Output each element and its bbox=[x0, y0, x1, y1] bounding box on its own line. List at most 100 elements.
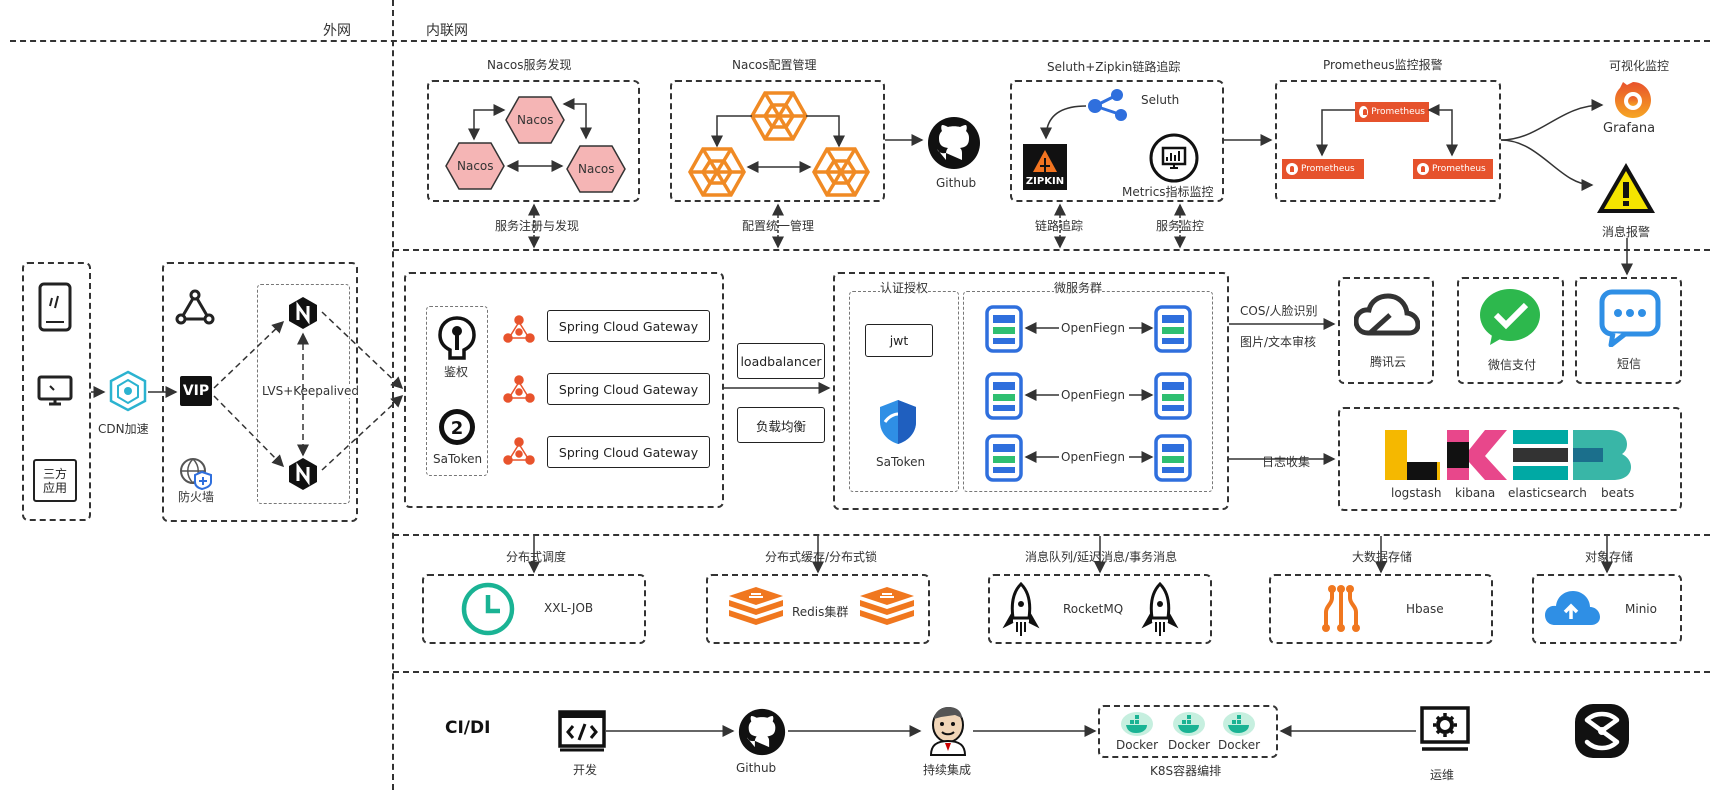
elk-elasticsearch: elasticsearch bbox=[1508, 486, 1587, 500]
divider-middle-row bbox=[393, 534, 1710, 536]
vip-icon: VIP bbox=[180, 376, 212, 406]
cos-label: COS/人脸识别 bbox=[1240, 304, 1318, 318]
prometheus-node-right: Prometheus bbox=[1413, 159, 1493, 179]
gateway-node-icon-3 bbox=[503, 437, 535, 465]
gateway-3: Spring Cloud Gateway bbox=[547, 436, 710, 468]
tracing-group bbox=[1010, 80, 1224, 202]
metrics-label: Metrics指标监控 bbox=[1122, 185, 1214, 199]
prometheus-node-left: Prometheus bbox=[1282, 159, 1364, 179]
nacos-config-title: Nacos配置管理 bbox=[732, 58, 817, 72]
prometheus-title: Prometheus监控报警 bbox=[1323, 58, 1443, 72]
docker-label-1: Docker bbox=[1116, 738, 1159, 752]
rocket-icon-1 bbox=[1002, 582, 1040, 636]
rocketmq-box bbox=[988, 574, 1212, 644]
hbase-icon bbox=[1322, 585, 1360, 632]
lvs-label: LVS+Keepalived bbox=[262, 384, 360, 398]
gateway-1-label: Spring Cloud Gateway bbox=[558, 318, 699, 334]
seluth-icon bbox=[1088, 89, 1127, 121]
gateway-2-label: Spring Cloud Gateway bbox=[558, 381, 699, 397]
loadbalancer-label: loadbalancer bbox=[740, 353, 822, 369]
auth-satoken-label: SaToken bbox=[876, 455, 926, 469]
minio-box bbox=[1532, 574, 1682, 644]
server-icon-6 bbox=[1154, 434, 1192, 482]
nacos-config-label: 配置统一管理 bbox=[742, 219, 815, 233]
feign-label-3: OpenFiegn bbox=[1061, 450, 1126, 464]
viz-title: 可视化监控 bbox=[1609, 59, 1670, 73]
nacos-node-2 bbox=[445, 142, 505, 190]
rocketmq-label: RocketMQ bbox=[1063, 602, 1124, 616]
nacos-config-group bbox=[670, 80, 885, 202]
github-icon bbox=[928, 117, 980, 169]
balance-label: 负载均衡 bbox=[755, 418, 806, 434]
k8s-logo-icon bbox=[1575, 704, 1629, 758]
server-icon-4 bbox=[1154, 372, 1192, 420]
outer-network-divider bbox=[10, 40, 1710, 42]
cdn-icon bbox=[109, 370, 147, 412]
nacos-node-3 bbox=[566, 145, 626, 193]
rocket-icon-2 bbox=[1141, 582, 1179, 636]
gateway-node-icon-2 bbox=[503, 375, 535, 403]
zone-inner-label: 内联网 bbox=[426, 23, 468, 39]
vip-label: VIP bbox=[182, 383, 210, 399]
hbase-box bbox=[1269, 574, 1493, 644]
elk-kibana: kibana bbox=[1455, 486, 1496, 500]
gateway-2: Spring Cloud Gateway bbox=[547, 373, 710, 405]
clients-group bbox=[22, 262, 91, 521]
zipkin-text: ZIPKIN bbox=[1025, 176, 1065, 187]
redis-label: Redis集群 bbox=[792, 605, 849, 619]
auth-label: 鉴权 bbox=[444, 365, 469, 379]
xxl-label: XXL-JOB bbox=[544, 601, 594, 615]
oss-title: 对象存储 bbox=[1585, 550, 1634, 564]
hbase-label: Hbase bbox=[1406, 602, 1444, 616]
tracing-title: Seluth+Zipkin链路追踪 bbox=[1047, 60, 1181, 74]
cicd-github-label: Github bbox=[736, 761, 777, 775]
cicd-github-icon bbox=[738, 708, 786, 756]
server-icon-5 bbox=[985, 434, 1023, 482]
server-icon-1 bbox=[985, 305, 1023, 353]
gateway-satoken-label: SaToken bbox=[433, 452, 483, 466]
cache-title: 分布式缓存/分布式锁 bbox=[765, 550, 878, 564]
tencent-box bbox=[1338, 277, 1434, 384]
code-editor-icon bbox=[558, 710, 606, 752]
nginx-icon-bottom bbox=[289, 458, 317, 490]
topology-icon bbox=[175, 289, 215, 325]
zone-outer-label: 外网 bbox=[323, 23, 351, 39]
nacos-config-node-1 bbox=[750, 91, 808, 141]
firewall-label: 防火墙 bbox=[178, 490, 215, 504]
nacos-node-3-label: Nacos bbox=[578, 162, 615, 176]
firewall-icon bbox=[180, 458, 212, 490]
feign-label-2: OpenFiegn bbox=[1061, 388, 1126, 402]
feign-label-1: OpenFiegn bbox=[1061, 321, 1126, 335]
tencent-cloud-icon bbox=[1354, 293, 1420, 336]
cicd-title: CI/DI bbox=[445, 718, 491, 738]
grafana-label: Grafana bbox=[1603, 121, 1656, 136]
divider-top-row bbox=[393, 249, 1710, 251]
svg-text:2: 2 bbox=[451, 418, 464, 439]
monitor-label: 服务监控 bbox=[1156, 219, 1205, 233]
grafana-icon bbox=[1615, 82, 1651, 118]
elk-box bbox=[1338, 407, 1682, 511]
gateway-3-label: Spring Cloud Gateway bbox=[558, 444, 699, 460]
prometheus-node-left-label: Prometheus bbox=[1301, 164, 1355, 174]
wechat-box bbox=[1457, 277, 1564, 384]
trace-label: 链路追踪 bbox=[1035, 219, 1084, 233]
nacos-discovery-group bbox=[427, 80, 640, 202]
nacos-discovery-title: Nacos服务发现 bbox=[487, 58, 572, 72]
auth-group-title: 认证授权 bbox=[880, 279, 929, 296]
jenkins-icon bbox=[929, 707, 967, 756]
cdn-label: CDN加速 bbox=[98, 422, 149, 436]
nacos-node-1-label: Nacos bbox=[517, 113, 554, 127]
bigdata-title: 大数据存储 bbox=[1352, 550, 1413, 564]
schedule-title: 分布式调度 bbox=[506, 550, 567, 564]
xxl-box bbox=[422, 574, 646, 644]
zipkin-logo: ZIPKIN bbox=[1023, 144, 1067, 190]
nacos-config-node-3 bbox=[812, 147, 870, 197]
clock-icon bbox=[461, 582, 515, 636]
k8s-box bbox=[1098, 705, 1278, 758]
nacos-node-2-label: Nacos bbox=[457, 159, 494, 173]
docker-icon-2 bbox=[1173, 712, 1205, 736]
github-label: Github bbox=[936, 176, 977, 190]
balance-box: 负载均衡 bbox=[737, 407, 825, 443]
key-icon bbox=[438, 316, 476, 360]
micro-group-title: 微服务群 bbox=[1054, 279, 1103, 296]
